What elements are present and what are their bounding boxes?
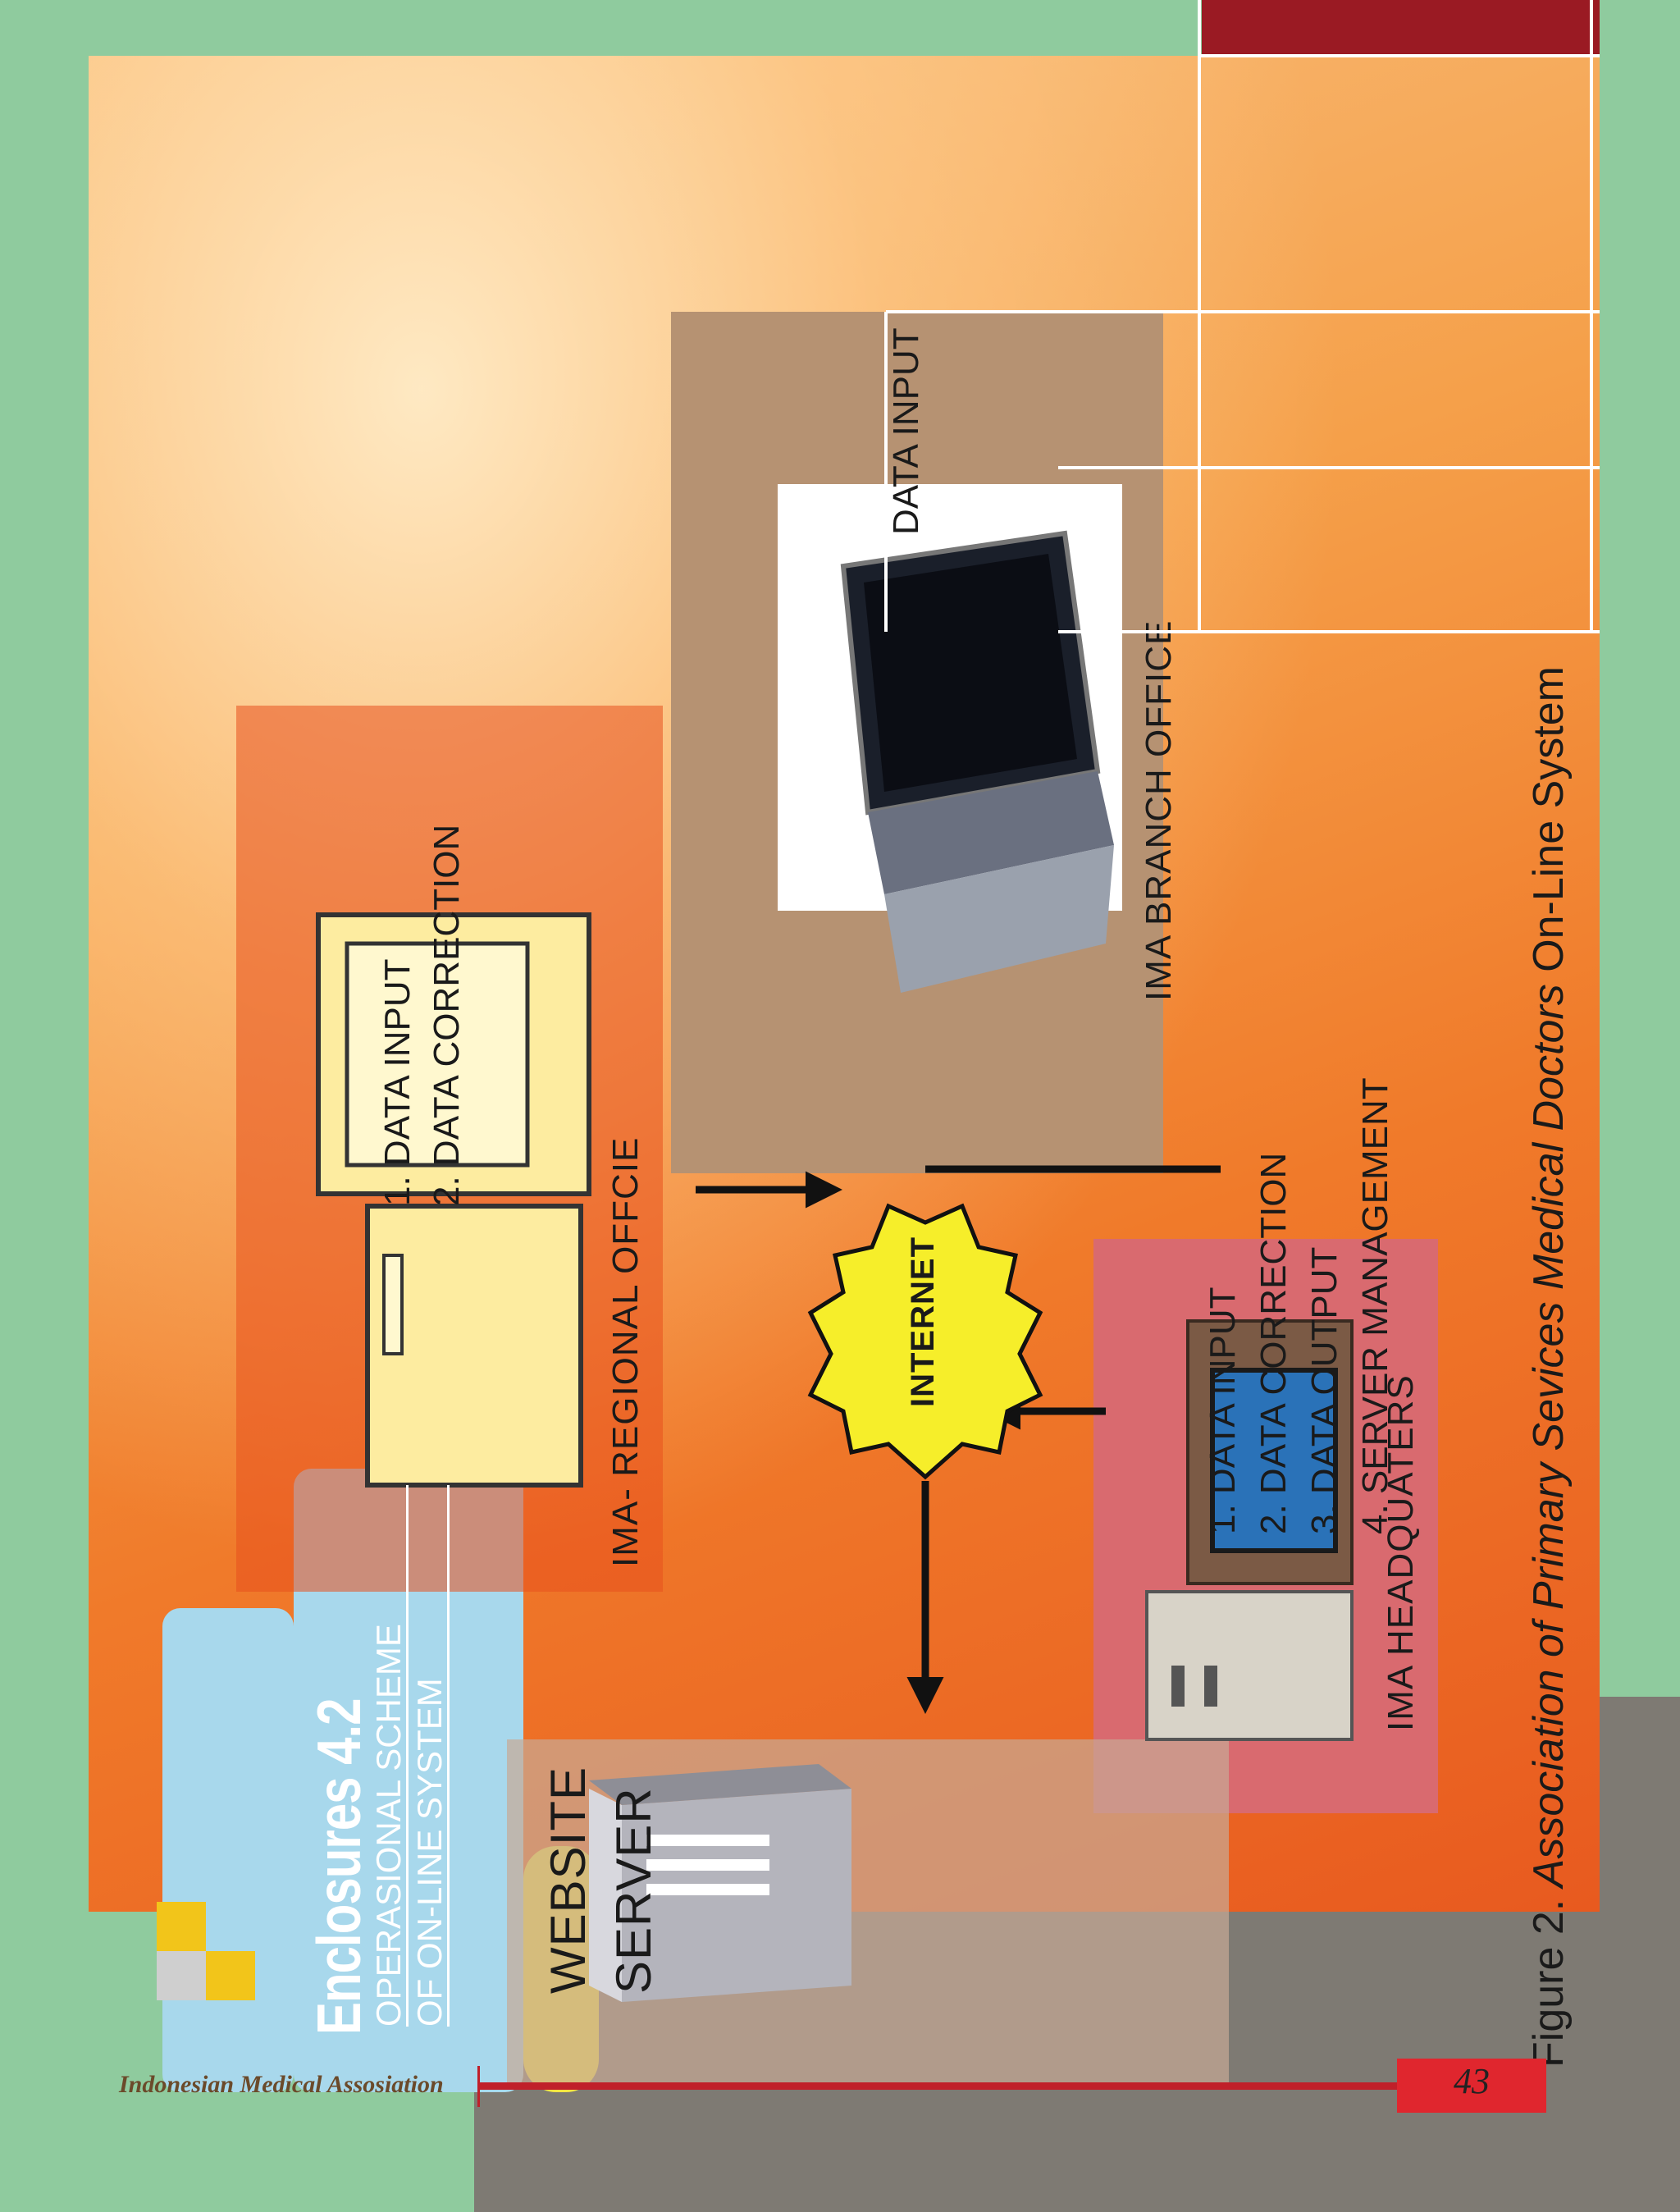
desktop-computer-icon: [316, 912, 591, 1488]
crt-computer-icon: [1145, 1319, 1354, 1741]
logo-square-grey: [157, 1951, 206, 2000]
page-number: 43: [1454, 2061, 1490, 2101]
server-tower-icon: [589, 1764, 851, 2002]
internet-burst-icon: [807, 1203, 1043, 1480]
footer-org-name: Indonesian Medical Assosiation: [119, 2071, 444, 2098]
frame-red-bar: [1202, 0, 1600, 56]
icons-layer: [316, 530, 1354, 2002]
rotated-diagram: Enclosures 4.2 OPERASIONAL SCHEME OF ON-…: [162, 238, 1590, 2092]
diagram-panel: Enclosures 4.2 OPERASIONAL SCHEME OF ON-…: [89, 56, 1600, 2092]
footer-tick: [477, 2066, 480, 2107]
frame-grey-strip: [1600, 1697, 1680, 2212]
logo-square-yellow-1: [157, 1902, 206, 1951]
page-number-box: [1397, 2059, 1546, 2113]
laptop-icon: [840, 530, 1114, 993]
footer-rule: [480, 2082, 1399, 2090]
logo-square-yellow-2: [206, 1951, 255, 2000]
